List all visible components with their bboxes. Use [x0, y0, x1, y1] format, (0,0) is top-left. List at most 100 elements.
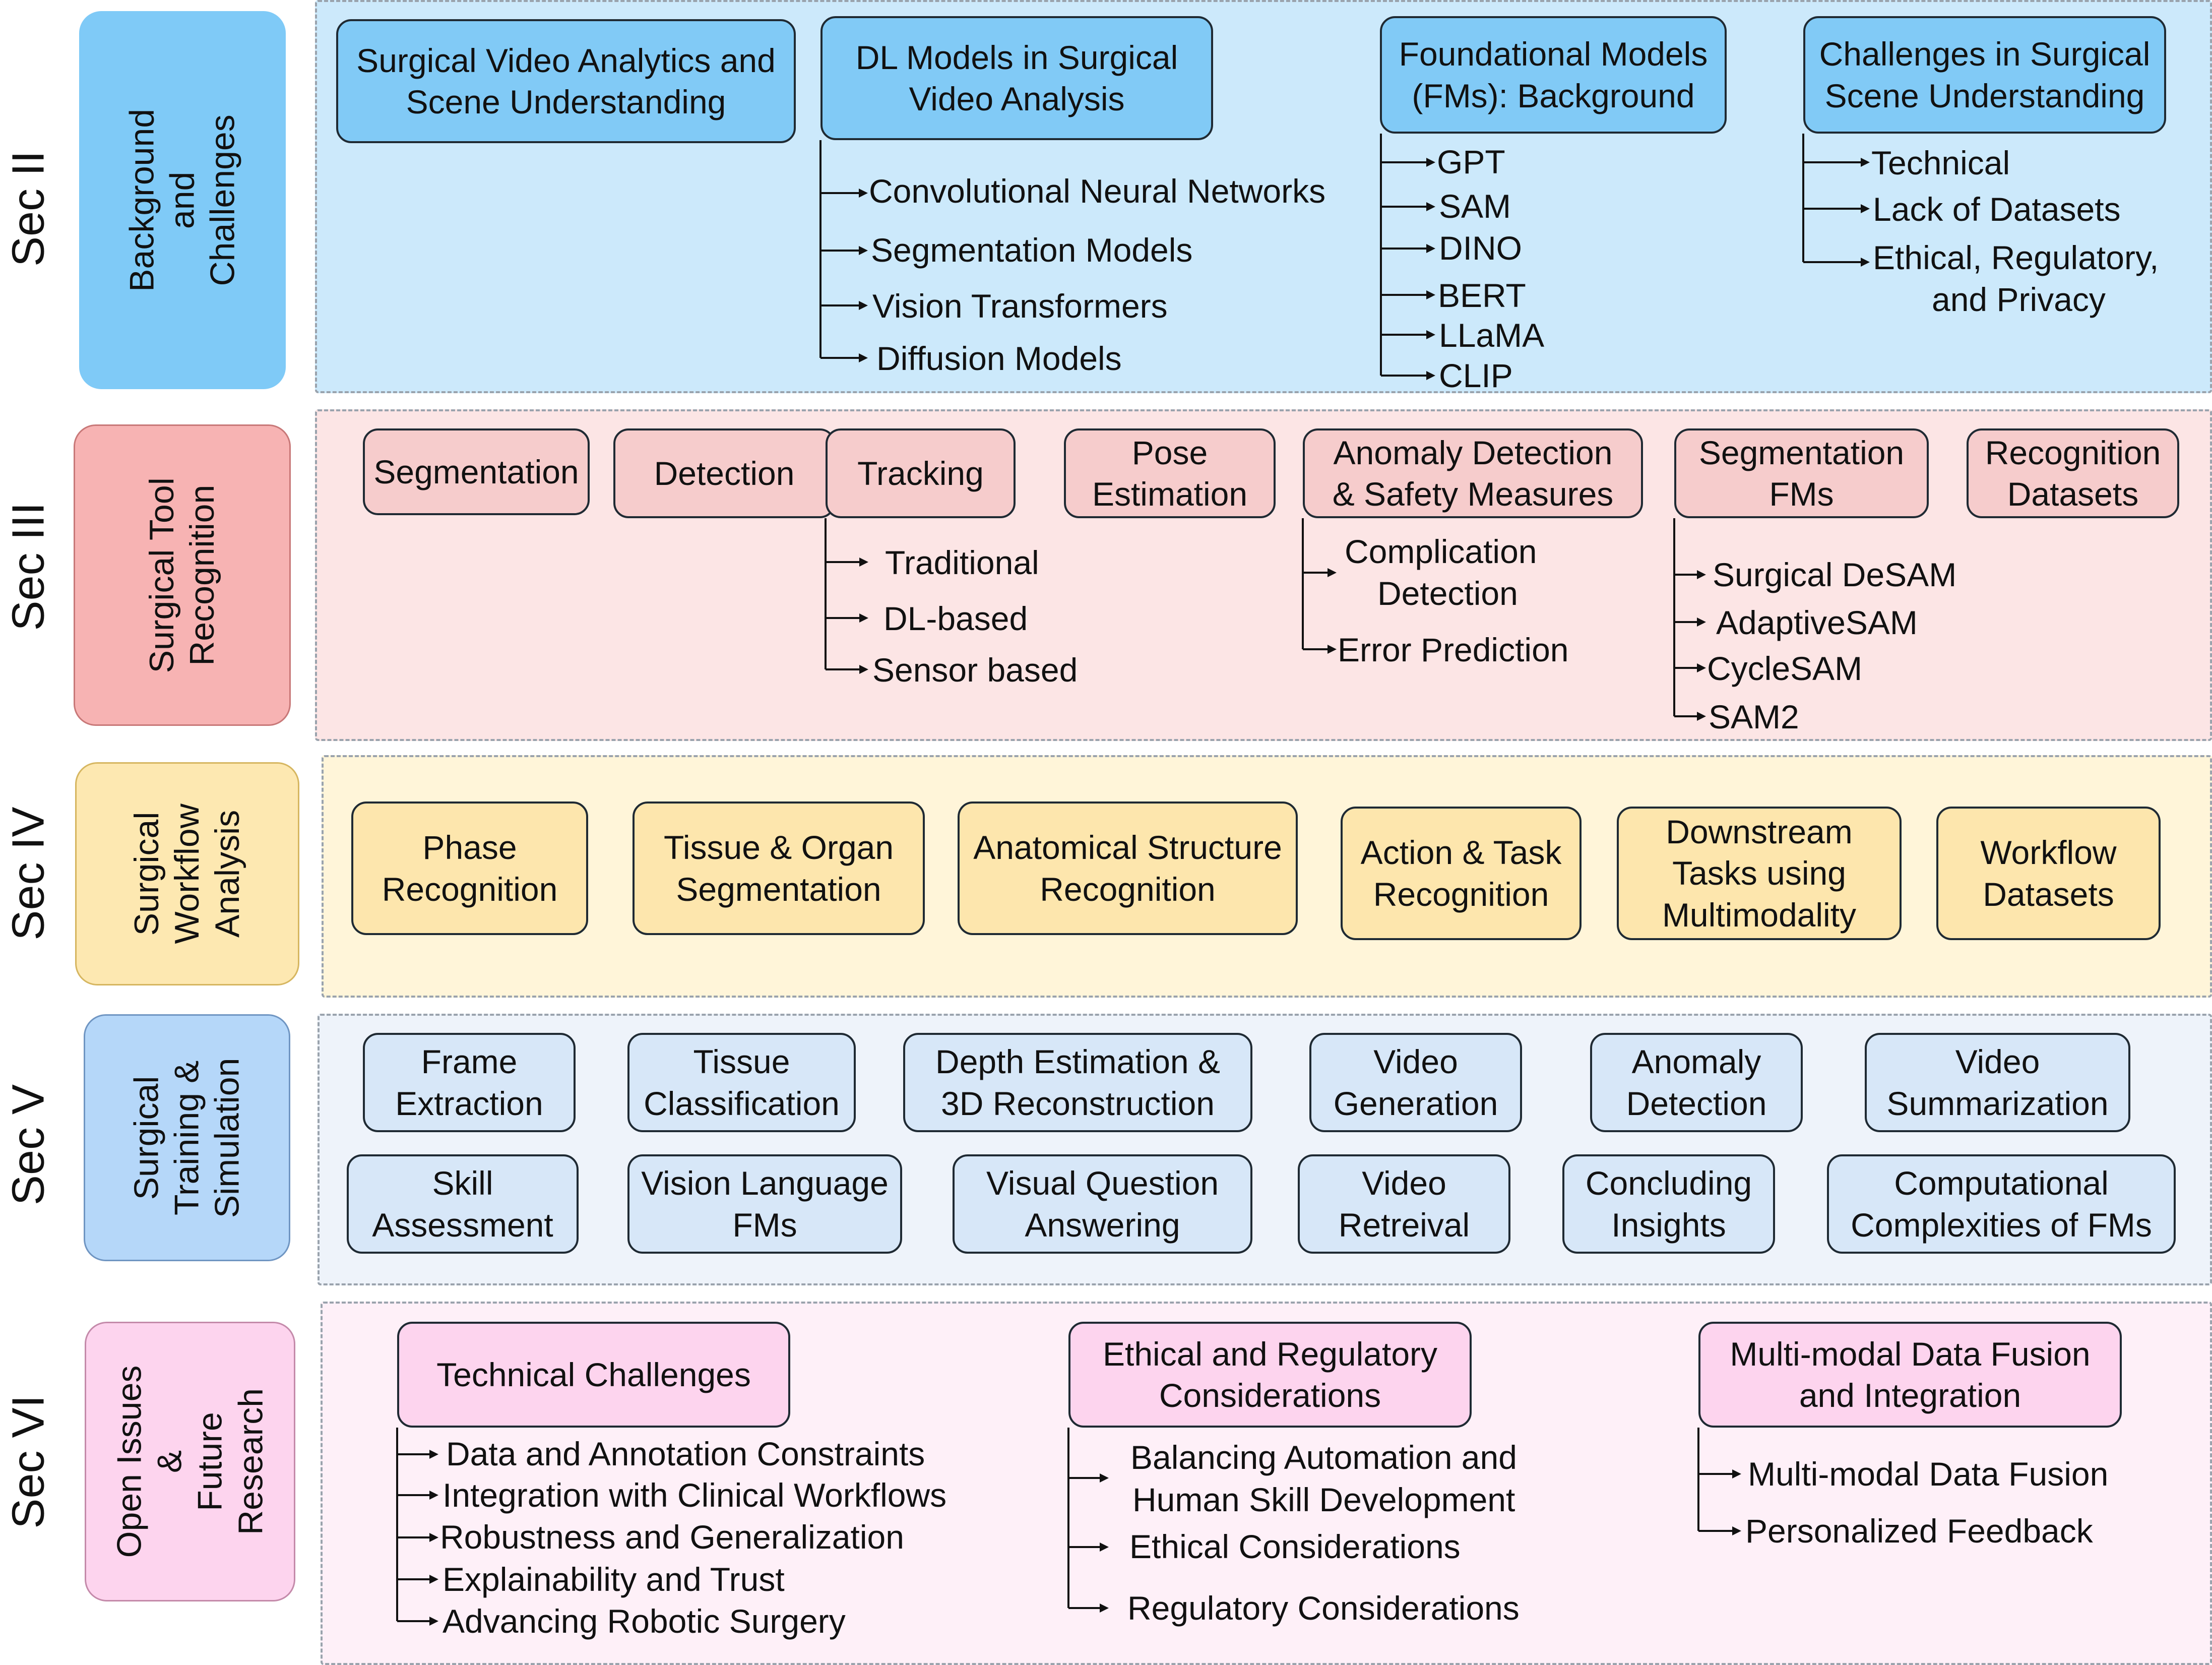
node-tissue-organ-segmentation: Tissue & Organ Segmentation — [633, 801, 925, 935]
node-visual-question-answering: Visual Question Answering — [953, 1154, 1252, 1254]
node-anatomical-structure: Anatomical Structure Recognition — [958, 801, 1298, 935]
node-video-summarization: Video Summarization — [1865, 1033, 2130, 1132]
arrowhead — [1697, 570, 1706, 579]
arrowhead — [1426, 330, 1435, 339]
node-frame-extraction: Frame Extraction — [363, 1033, 576, 1132]
node-workflow-datasets: Workflow Datasets — [1936, 807, 2161, 940]
item-regulatory-considerations: Regulatory Considerations — [1127, 1589, 1520, 1627]
arrowhead — [859, 189, 868, 198]
item-cyclesam: CycleSAM — [1707, 650, 1863, 687]
item-surgical-desam: Surgical DeSAM — [1713, 556, 1957, 593]
item-balancing-automation: Balancing Automation and — [1130, 1439, 1517, 1476]
item-sensor-based: Sensor based — [872, 651, 1078, 689]
item-personalized-feedback: Personalized Feedback — [1745, 1512, 2093, 1550]
arrowhead — [859, 665, 868, 674]
item-robustness: Robustness and Generalization — [440, 1518, 904, 1556]
node-anomaly-safety: Anomaly Detection & Safety Measures — [1303, 428, 1643, 518]
section-label-background: Background and Challenges — [79, 11, 286, 389]
arrowhead — [1861, 204, 1870, 213]
section-label-open-issues: Open Issues & Future Research — [85, 1322, 295, 1601]
arrowhead — [1100, 1604, 1109, 1613]
node-vision-language-fms: Vision Language FMs — [627, 1154, 902, 1254]
arrowhead — [1732, 1469, 1741, 1478]
item-adaptivesam: AdaptiveSAM — [1716, 604, 1918, 641]
item-sam: SAM — [1439, 188, 1511, 225]
item-error-prediction: Error Prediction — [1338, 631, 1569, 668]
item-diffusion-models: Diffusion Models — [876, 340, 1122, 377]
arrowhead — [1328, 645, 1337, 654]
item-multimodal-data-fusion: Multi-modal Data Fusion — [1748, 1455, 2109, 1493]
arrowhead — [1426, 244, 1435, 253]
node-ethical-regulatory: Ethical and Regulatory Considerations — [1068, 1322, 1472, 1428]
item-data-annotation: Data and Annotation Constraints — [446, 1435, 925, 1472]
item-traditional: Traditional — [885, 544, 1039, 581]
arrowhead — [1426, 371, 1435, 380]
node-scene-challenges: Challenges in Surgical Scene Understandi… — [1803, 16, 2166, 134]
item-segmentation-models: Segmentation Models — [871, 231, 1193, 269]
node-depth-estimation: Depth Estimation & 3D Reconstruction — [903, 1033, 1252, 1132]
node-phase-recognition: Phase Recognition — [351, 801, 588, 935]
item-technical: Technical — [1871, 144, 2010, 181]
arrowhead — [1100, 1473, 1109, 1483]
item-sam2: SAM2 — [1709, 698, 1799, 735]
arrowhead — [859, 353, 868, 362]
arrowhead — [1426, 290, 1435, 299]
arrowhead — [1426, 158, 1435, 167]
node-segmentation-fms: Segmentation FMs — [1674, 428, 1929, 518]
node-anomaly-detection: Anomaly Detection — [1590, 1033, 1803, 1132]
arrowhead — [859, 613, 868, 623]
node-concluding-insights: Concluding Insights — [1562, 1154, 1775, 1254]
arrowhead — [1328, 568, 1337, 577]
item-dl-based: DL-based — [883, 600, 1028, 637]
arrowhead — [859, 301, 868, 310]
arrowhead — [429, 1450, 438, 1459]
node-multimodal-fusion: Multi-modal Data Fusion and Integration — [1698, 1322, 2122, 1428]
item-gpt: GPT — [1437, 143, 1505, 180]
arrowhead — [1100, 1543, 1109, 1552]
item-explainability: Explainability and Trust — [443, 1561, 785, 1598]
node-foundational-models: Foundational Models (FMs): Background — [1380, 16, 1727, 134]
node-action-task-recognition: Action & Task Recognition — [1341, 807, 1582, 940]
item-lack-of-datasets: Lack of Datasets — [1873, 191, 2121, 228]
arrowhead — [1697, 712, 1706, 721]
item-robotic-surgery: Advancing Robotic Surgery — [443, 1602, 846, 1640]
item-llama: LLaMA — [1439, 317, 1545, 354]
arrowhead — [1697, 663, 1706, 672]
node-dl-models: DL Models in Surgical Video Analysis — [820, 16, 1213, 140]
arrowhead — [1697, 618, 1706, 627]
node-tissue-classification: Tissue Classification — [627, 1033, 856, 1132]
node-computational-complexities: Computational Complexities of FMs — [1827, 1154, 2176, 1254]
arrowhead — [429, 1617, 438, 1626]
item-ethical-regulatory: Ethical, Regulatory, — [1873, 239, 2159, 276]
item-clip: CLIP — [1439, 357, 1513, 394]
node-detection: Detection — [613, 428, 835, 518]
arrowhead — [1426, 202, 1435, 211]
node-video-generation: Video Generation — [1309, 1033, 1522, 1132]
section-label-workflow: Surgical Workflow Analysis — [75, 762, 299, 985]
arrowhead — [1732, 1526, 1741, 1535]
item-detection-line: Detection — [1377, 575, 1518, 612]
node-technical-challenges: Technical Challenges — [397, 1322, 790, 1428]
node-skill-assessment: Skill Assessment — [347, 1154, 579, 1254]
arrowhead — [1861, 258, 1870, 267]
node-tracking: Tracking — [826, 428, 1016, 518]
node-pose-estimation: Pose Estimation — [1064, 428, 1276, 518]
node-surgical-video-analytics: Surgical Video Analytics and Scene Under… — [336, 19, 796, 143]
node-video-retreival: Video Retreival — [1298, 1154, 1510, 1254]
item-human-skill: Human Skill Development — [1132, 1481, 1515, 1518]
arrowhead — [429, 1575, 438, 1584]
item-integration-workflows: Integration with Clinical Workflows — [443, 1476, 947, 1514]
item-ethical-considerations: Ethical Considerations — [1129, 1528, 1461, 1565]
item-vision-transformers: Vision Transformers — [872, 287, 1168, 325]
item-and-privacy: and Privacy — [1932, 281, 2106, 318]
arrowhead — [429, 1491, 438, 1500]
arrowhead — [859, 246, 868, 255]
item-complication: Complication — [1345, 533, 1537, 570]
node-segmentation: Segmentation — [363, 428, 590, 515]
item-bert: BERT — [1438, 277, 1526, 314]
section-label-training: Surgical Training & Simulation — [84, 1014, 290, 1261]
arrowhead — [429, 1533, 438, 1542]
item-dino: DINO — [1439, 229, 1522, 267]
